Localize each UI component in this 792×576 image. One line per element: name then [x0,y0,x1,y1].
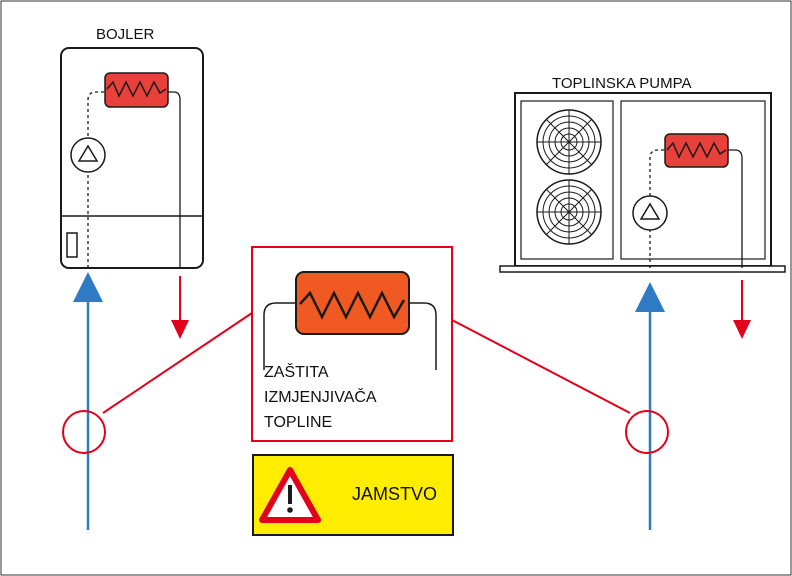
boiler-display-icon [66,232,78,258]
boiler-supply-arrow [73,272,103,530]
heat-exchanger-callout [102,246,631,442]
arrow-down-icon [171,320,189,339]
heat-pump-heat-exchanger-icon [664,133,729,168]
heat-pump-label: TOPLINSKA PUMPA [552,75,692,92]
warranty-label: JAMSTVO [352,484,438,504]
boiler-unit [60,47,204,269]
boiler-label: BOJLER [96,26,155,43]
arrow-down-icon [733,320,751,339]
warranty-badge [252,454,454,536]
heat-pump-unit [499,92,786,273]
fan-compartment [520,100,614,260]
callout-outlet-pipe [409,302,437,370]
boiler-heat-exchanger-icon [104,72,169,108]
heat-pump-return-arrow [733,280,751,339]
boiler-outlet-pipe [168,91,181,268]
heat-pump-pipe-highlight-circle [625,410,669,454]
heat-pump-outlet-pipe [728,149,743,268]
callout-caption: ZAŠTITA IZMJENJIVAČA TOPLINE [264,364,377,431]
boiler-pump-icon [70,137,106,173]
heat-exchanger-icon [295,271,410,335]
hydraulic-compartment [620,100,766,260]
boiler-pipe-highlight-circle [62,410,106,454]
fan-icon [536,179,602,245]
heat-pump-inlet-pipe [649,149,665,268]
warning-triangle-icon [259,467,321,523]
callout-inlet-pipe [263,302,296,370]
arrow-up-icon [635,282,665,312]
arrow-up-icon [73,272,103,302]
heat-pump-cabinet [514,92,772,267]
heat-pump-pump-icon [632,195,668,231]
boiler-return-arrow [171,276,189,339]
callout-leader-left [102,312,253,414]
fan-icon [536,109,602,175]
callout-leader-right [451,319,631,414]
boiler-inlet-pipe [87,91,105,268]
heat-pump-supply-arrow [635,282,665,530]
heat-pump-base [499,265,786,273]
